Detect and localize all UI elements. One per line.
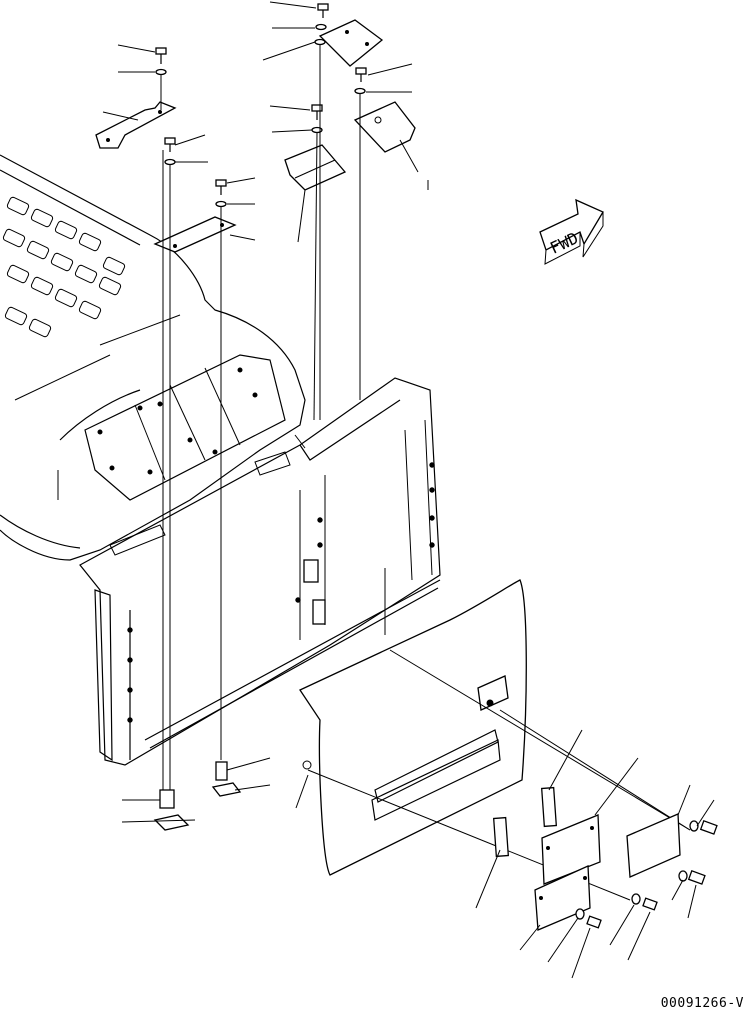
hood-grille [2, 196, 126, 338]
cover-plate-d [318, 19, 384, 67]
bottom-right-parts [492, 786, 718, 931]
hood-bolt-holes [97, 367, 258, 475]
drawing-number: 00091266-V [660, 996, 744, 1011]
frame-bolts [127, 462, 435, 723]
assembly-lines [160, 45, 691, 901]
top-fasteners [155, 3, 367, 208]
engine-hood [0, 154, 306, 561]
cover-plate-b [153, 216, 237, 253]
forward-direction-arrow: FWD [539, 198, 604, 265]
cover-plate-a [95, 101, 177, 149]
cover-plate-c [284, 144, 347, 191]
cover-plate-e [353, 101, 416, 153]
leader-lines [102, 1, 715, 979]
spacer-parts [153, 761, 242, 831]
side-door-panel [299, 579, 527, 876]
side-frame [79, 377, 441, 766]
